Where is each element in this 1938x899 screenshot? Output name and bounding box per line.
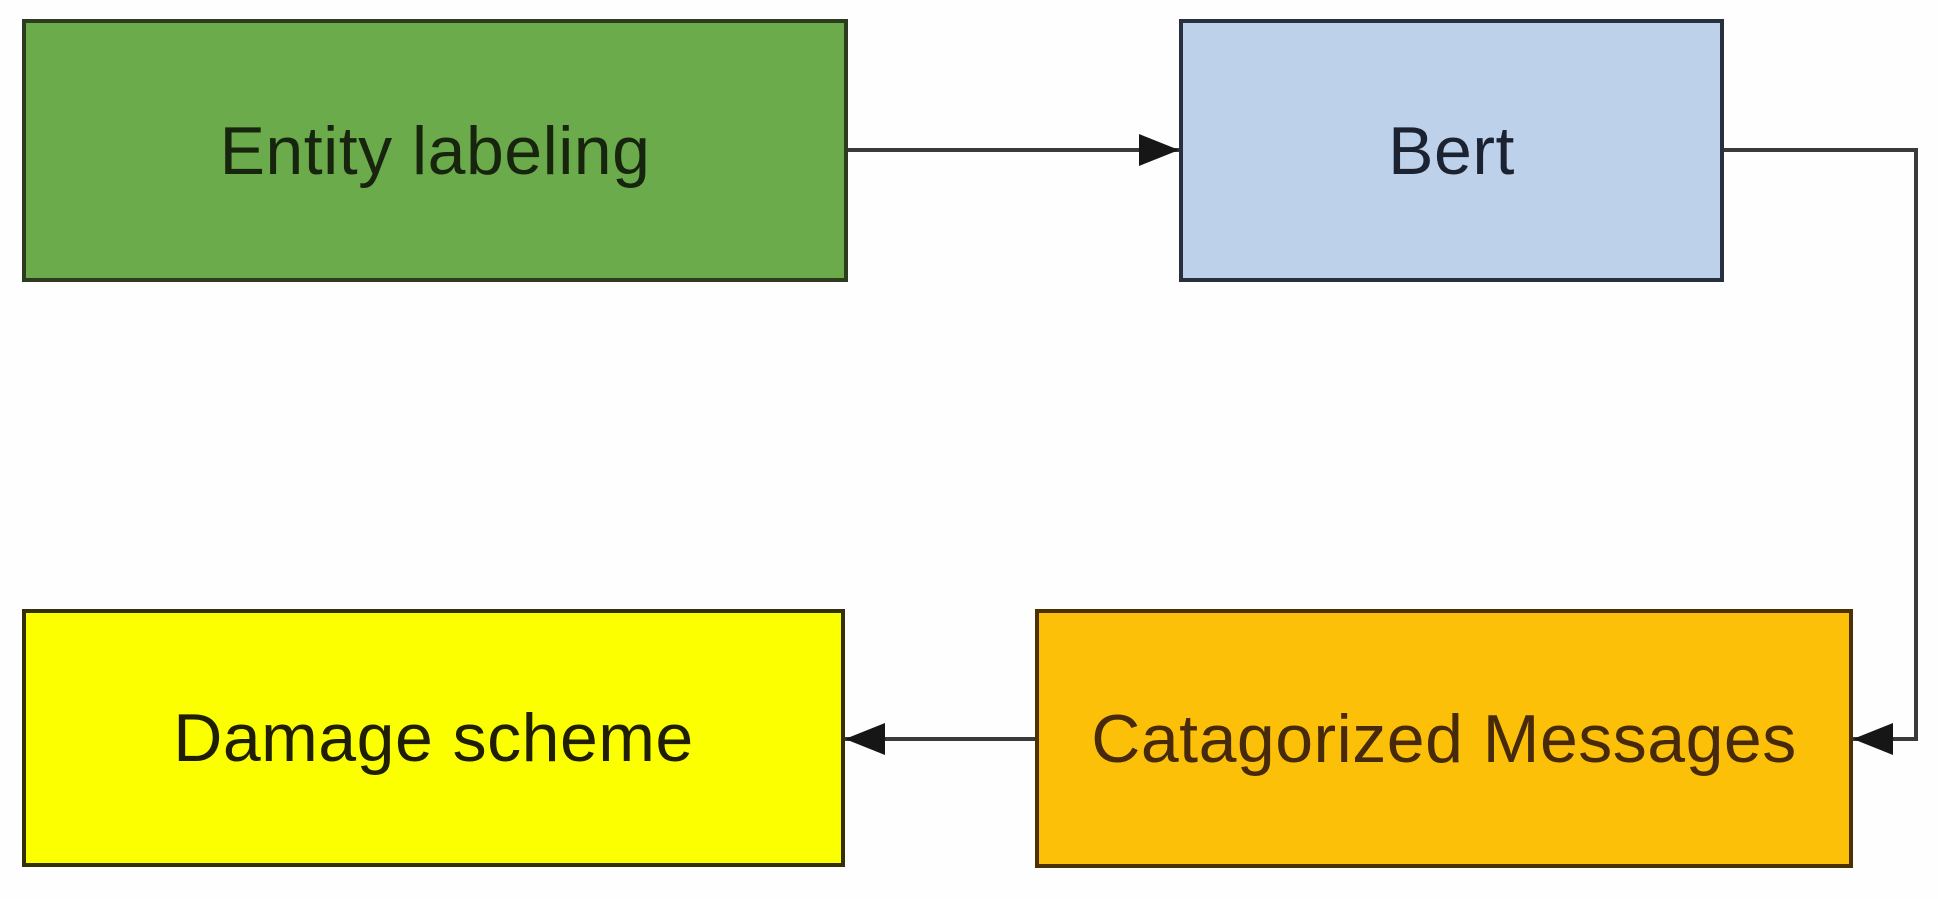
node-catagorized-messages-label: Catagorized Messages — [1091, 700, 1797, 777]
node-entity-labeling: Entity labeling — [22, 19, 848, 282]
node-bert: Bert — [1179, 19, 1724, 282]
node-catagorized-messages: Catagorized Messages — [1035, 609, 1853, 868]
node-bert-label: Bert — [1388, 112, 1515, 189]
node-damage-scheme: Damage scheme — [22, 609, 845, 867]
node-damage-scheme-label: Damage scheme — [173, 700, 694, 776]
node-entity-labeling-label: Entity labeling — [219, 112, 651, 189]
